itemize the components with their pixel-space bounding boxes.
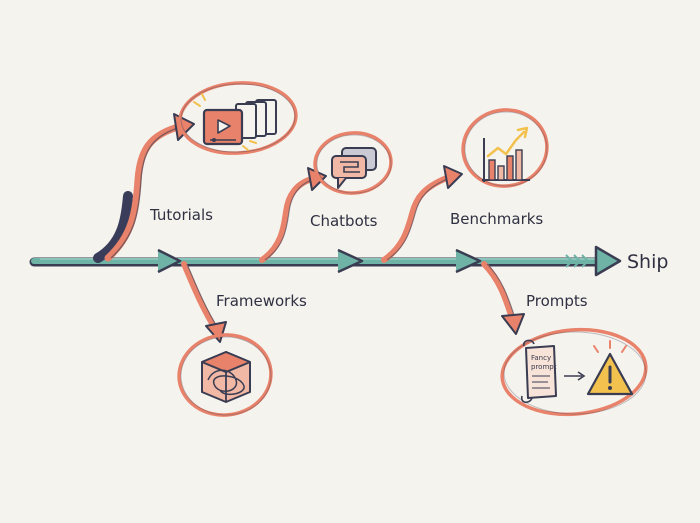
label-chatbots: Chatbots — [310, 212, 378, 230]
frameworks-branch — [181, 261, 227, 343]
video-cards-icon — [178, 81, 298, 155]
speed-chevrons — [565, 254, 590, 268]
tangled-box-icon — [177, 333, 273, 417]
label-prompts: Prompts — [526, 292, 588, 310]
arrowhead-3 — [455, 248, 482, 274]
scroll-text-line2: prompt — [531, 363, 557, 371]
tutorials-branch — [93, 113, 195, 263]
arrowhead-1 — [157, 248, 182, 274]
main-timeline — [29, 245, 622, 277]
bar-chart-trend-icon — [461, 108, 549, 188]
final-arrowhead — [594, 245, 622, 277]
scroll-to-warning-icon: Fancy prompt — [500, 327, 648, 417]
label-frameworks: Frameworks — [216, 292, 307, 310]
chat-bubbles-icon — [313, 131, 393, 195]
label-benchmarks: Benchmarks — [450, 210, 543, 228]
arrowhead-2 — [337, 248, 364, 274]
label-tutorials: Tutorials — [149, 206, 213, 224]
scroll-text-line1: Fancy — [531, 354, 551, 362]
label-ship: Ship — [627, 251, 668, 273]
benchmarks-branch — [381, 165, 463, 263]
prompts-branch — [481, 261, 525, 335]
